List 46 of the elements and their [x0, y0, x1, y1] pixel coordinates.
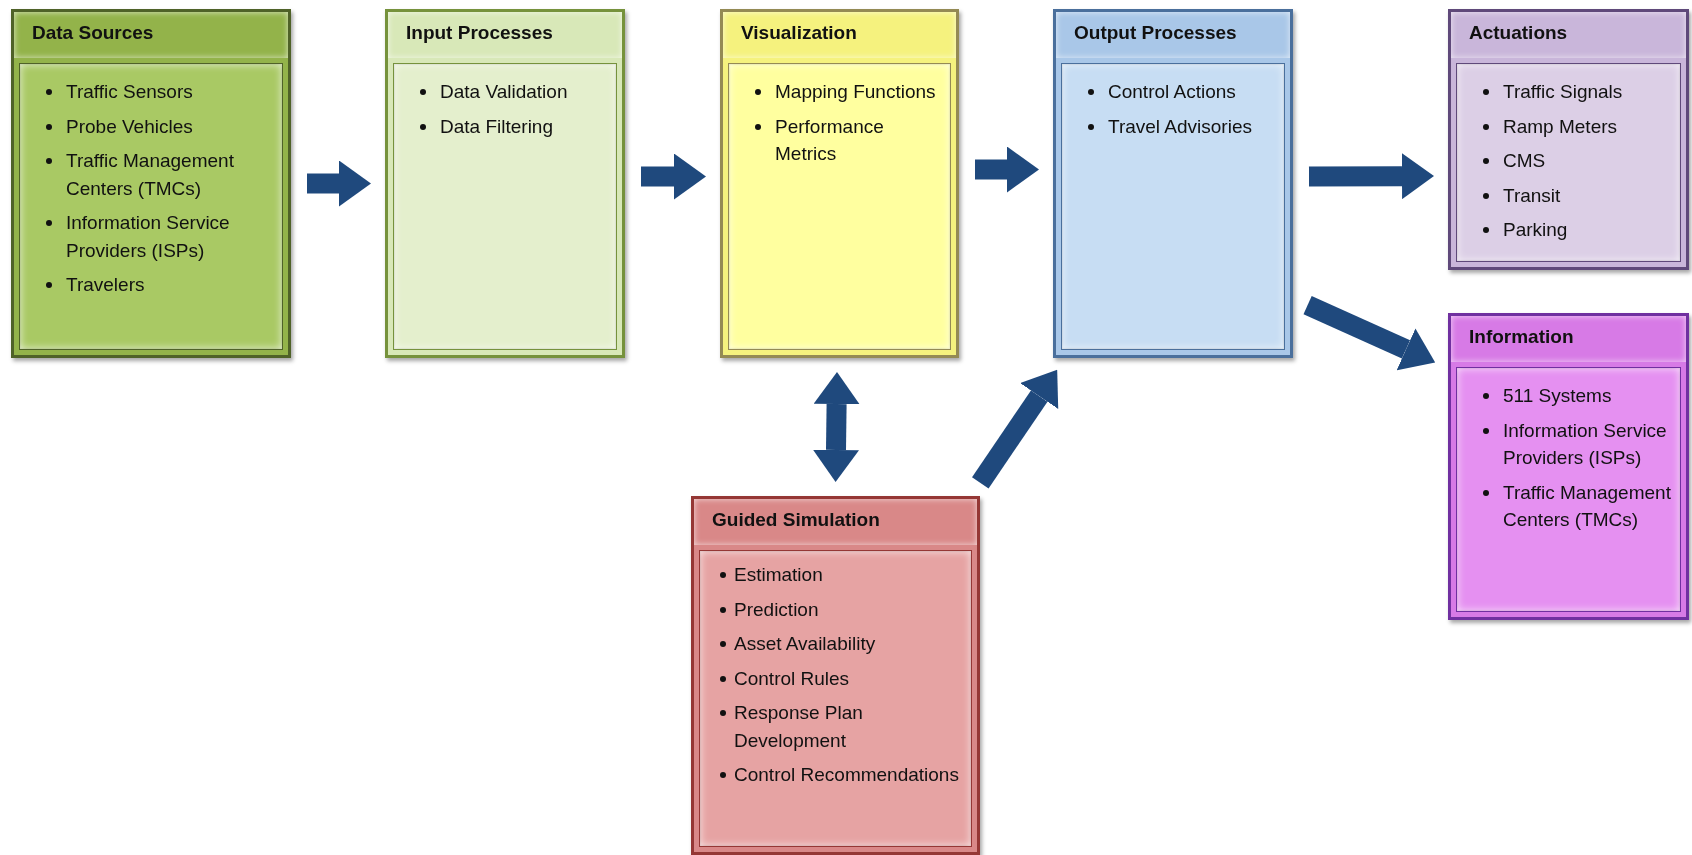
list-item: Traffic Signals	[1503, 78, 1672, 106]
list-item: Ramp Meters	[1503, 112, 1672, 141]
list-item: Probe Vehicles	[66, 112, 274, 141]
box-heading: Data Sources	[32, 22, 154, 43]
list-item: CMS	[1503, 147, 1672, 175]
list-item: Prediction	[734, 595, 963, 624]
list-item: Traffic Sensors	[66, 78, 274, 106]
list-item: 511 Systems	[1503, 382, 1672, 410]
list-item: Travel Advisories	[1108, 112, 1276, 141]
list-item: Control Rules	[734, 664, 963, 693]
box-heading: Output Processes	[1074, 22, 1237, 43]
list-item: Mapping Functions	[775, 78, 942, 106]
process-box	[1448, 9, 1689, 270]
box-heading: Information	[1469, 326, 1574, 347]
box-heading: Actuations	[1469, 22, 1568, 43]
list-item: Transit	[1503, 181, 1672, 210]
block-arrow	[972, 369, 1059, 489]
list-item: Response Plan Development	[734, 699, 963, 755]
list-item: Data Filtering	[440, 112, 608, 141]
list-item: Traffic Management Centers (TMCs)	[66, 147, 274, 203]
process-box	[1053, 9, 1293, 358]
process-box	[1448, 313, 1689, 620]
process-box	[385, 9, 625, 358]
block-arrow	[975, 146, 1039, 193]
box-heading: Input Processes	[406, 22, 553, 43]
box-heading: Guided Simulation	[712, 509, 880, 530]
list-item: Performance Metrics	[775, 112, 942, 168]
block-arrow	[1308, 153, 1434, 200]
block-arrow	[1303, 296, 1436, 371]
list-item: Asset Availability	[734, 630, 963, 658]
list-item: Estimation	[734, 561, 963, 589]
process-box	[691, 496, 980, 855]
box-heading: Visualization	[741, 22, 857, 43]
block-arrow	[307, 160, 371, 207]
process-box	[720, 9, 959, 358]
list-item: Data Validation	[440, 78, 608, 106]
list-item: Parking	[1503, 216, 1672, 244]
list-item: Information Service Providers (ISPs)	[1503, 416, 1672, 472]
list-item: Travelers	[66, 271, 274, 299]
list-item: Information Service Providers (ISPs)	[66, 209, 274, 265]
list-item: Control Recommendations	[734, 761, 963, 789]
block-arrow	[813, 372, 860, 482]
block-arrow	[641, 153, 706, 200]
list-item: Control Actions	[1108, 78, 1276, 106]
process-box	[11, 9, 291, 358]
list-item: Traffic Management Centers (TMCs)	[1503, 478, 1672, 534]
